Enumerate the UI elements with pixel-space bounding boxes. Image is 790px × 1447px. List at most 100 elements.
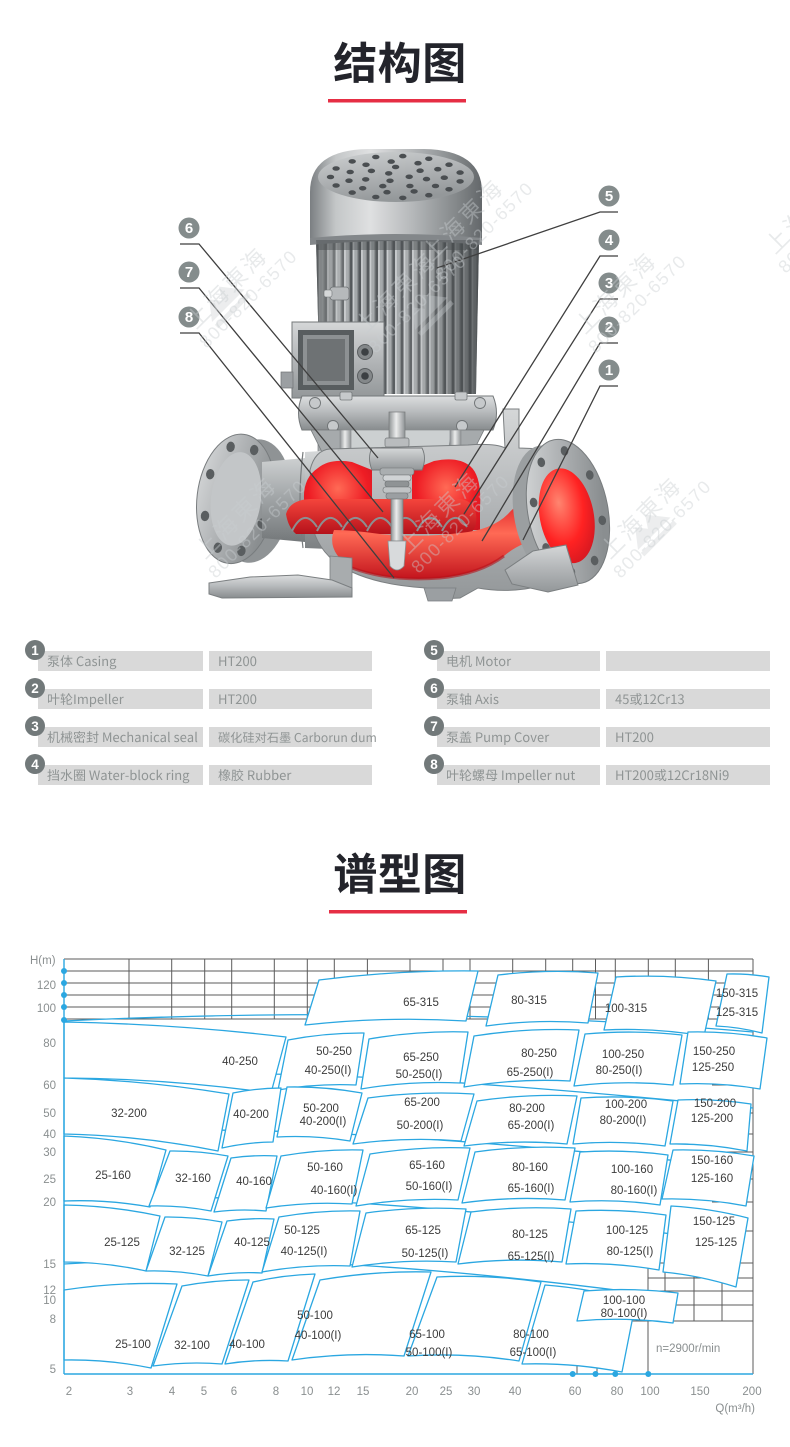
- svg-text:125-125: 125-125: [695, 1237, 737, 1249]
- svg-text:30: 30: [468, 1386, 481, 1398]
- svg-text:8: 8: [273, 1386, 279, 1398]
- svg-text:50-200(I): 50-200(I): [397, 1120, 444, 1132]
- svg-text:125-315: 125-315: [716, 1007, 758, 1019]
- svg-text:1: 1: [605, 362, 613, 379]
- svg-text:125-160: 125-160: [691, 1173, 733, 1185]
- svg-text:1: 1: [31, 643, 39, 658]
- svg-text:100-125: 100-125: [606, 1225, 648, 1237]
- svg-text:80-160: 80-160: [512, 1162, 548, 1174]
- svg-text:5: 5: [605, 188, 613, 205]
- svg-text:40-250: 40-250: [222, 1056, 258, 1068]
- svg-text:32-125: 32-125: [169, 1246, 205, 1258]
- svg-text:2: 2: [66, 1386, 72, 1398]
- svg-text:40-100(I): 40-100(I): [295, 1330, 342, 1342]
- svg-text:5: 5: [50, 1364, 56, 1376]
- svg-text:40-125(I): 40-125(I): [281, 1246, 328, 1258]
- svg-text:10: 10: [301, 1386, 314, 1398]
- svg-text:25-100: 25-100: [115, 1339, 151, 1351]
- svg-text:7: 7: [430, 719, 438, 734]
- svg-text:65-250: 65-250: [403, 1052, 439, 1064]
- svg-text:65-100: 65-100: [409, 1329, 445, 1341]
- svg-text:5: 5: [430, 643, 438, 658]
- svg-text:60: 60: [569, 1386, 582, 1398]
- svg-text:800-820-6570: 800-820-6570: [774, 171, 790, 277]
- svg-text:5: 5: [201, 1386, 207, 1398]
- svg-text:150-200: 150-200: [694, 1098, 736, 1110]
- svg-text:100-250: 100-250: [602, 1049, 644, 1061]
- svg-text:15: 15: [43, 1259, 56, 1271]
- svg-text:25-125: 25-125: [104, 1237, 140, 1249]
- svg-text:800-820-6570: 800-820-6570: [609, 476, 715, 582]
- svg-text:100-100: 100-100: [603, 1295, 645, 1307]
- svg-text:40-200: 40-200: [233, 1109, 269, 1121]
- svg-text:4: 4: [605, 232, 614, 249]
- svg-text:40-100: 40-100: [229, 1339, 265, 1351]
- svg-text:25-160: 25-160: [95, 1170, 131, 1182]
- svg-text:50-125(I): 50-125(I): [402, 1248, 449, 1260]
- svg-text:50-160: 50-160: [307, 1162, 343, 1174]
- svg-text:80-250: 80-250: [521, 1048, 557, 1060]
- svg-text:40-160(I): 40-160(I): [311, 1185, 358, 1197]
- svg-text:7: 7: [185, 264, 193, 281]
- svg-text:150: 150: [690, 1386, 709, 1398]
- svg-text:200: 200: [742, 1386, 761, 1398]
- svg-text:3: 3: [31, 719, 39, 734]
- svg-text:100-315: 100-315: [605, 1003, 647, 1015]
- svg-text:25: 25: [440, 1386, 453, 1398]
- svg-text:100: 100: [640, 1386, 659, 1398]
- svg-text:20: 20: [406, 1386, 419, 1398]
- svg-text:60: 60: [43, 1080, 56, 1092]
- svg-text:40-160: 40-160: [236, 1176, 272, 1188]
- svg-text:40-125: 40-125: [234, 1237, 270, 1249]
- svg-text:65-125(I): 65-125(I): [508, 1251, 555, 1263]
- svg-text:3: 3: [605, 275, 613, 292]
- svg-text:80-100: 80-100: [513, 1329, 549, 1341]
- svg-text:30: 30: [43, 1147, 56, 1159]
- svg-text:2: 2: [605, 319, 613, 336]
- svg-text:40: 40: [509, 1386, 522, 1398]
- svg-text:80-250(I): 80-250(I): [596, 1065, 643, 1077]
- svg-text:65-200(I): 65-200(I): [508, 1120, 555, 1132]
- svg-text:H(m): H(m): [30, 955, 56, 967]
- svg-text:120: 120: [37, 980, 56, 992]
- svg-text:50-200: 50-200: [303, 1103, 339, 1115]
- svg-text:50-125: 50-125: [284, 1225, 320, 1237]
- svg-text:65-125: 65-125: [405, 1225, 441, 1237]
- svg-text:50: 50: [43, 1108, 56, 1120]
- svg-text:80-125: 80-125: [512, 1229, 548, 1241]
- svg-text:80-100(I): 80-100(I): [601, 1308, 648, 1320]
- svg-text:8: 8: [430, 757, 438, 772]
- svg-text:n=2900r/min: n=2900r/min: [656, 1343, 720, 1355]
- svg-text:4: 4: [31, 757, 39, 772]
- svg-text:65-200: 65-200: [404, 1097, 440, 1109]
- svg-text:80-200: 80-200: [509, 1103, 545, 1115]
- svg-text:4: 4: [169, 1386, 176, 1398]
- svg-text:65-160(I): 65-160(I): [508, 1183, 555, 1195]
- svg-text:80-160(I): 80-160(I): [611, 1185, 658, 1197]
- svg-text:10: 10: [43, 1295, 56, 1307]
- svg-text:3: 3: [127, 1386, 133, 1398]
- svg-text:65-160: 65-160: [409, 1160, 445, 1172]
- svg-text:125-250: 125-250: [692, 1062, 734, 1074]
- svg-text:32-200: 32-200: [111, 1108, 147, 1120]
- svg-text:50-160(I): 50-160(I): [406, 1181, 453, 1193]
- svg-text:100-160: 100-160: [611, 1164, 653, 1176]
- svg-text:100-200: 100-200: [605, 1099, 647, 1111]
- svg-text:40-200(I): 40-200(I): [300, 1116, 347, 1128]
- svg-text:Q(m³/h): Q(m³/h): [715, 1403, 755, 1415]
- svg-text:80-125(I): 80-125(I): [607, 1246, 654, 1258]
- svg-text:50-250: 50-250: [316, 1046, 352, 1058]
- svg-text:50-100(I): 50-100(I): [406, 1347, 453, 1359]
- svg-text:20: 20: [43, 1197, 56, 1209]
- svg-text:8: 8: [185, 309, 193, 326]
- svg-text:150-125: 150-125: [693, 1216, 735, 1228]
- svg-text:150-160: 150-160: [691, 1155, 733, 1167]
- svg-text:80-315: 80-315: [511, 995, 547, 1007]
- svg-text:800-820-6570: 800-820-6570: [584, 251, 690, 357]
- svg-text:150-315: 150-315: [716, 988, 758, 1000]
- svg-text:40: 40: [43, 1129, 56, 1141]
- svg-text:80: 80: [611, 1386, 624, 1398]
- svg-text:80-200(I): 80-200(I): [600, 1115, 647, 1127]
- svg-text:32-100: 32-100: [174, 1340, 210, 1352]
- svg-text:8: 8: [50, 1314, 56, 1326]
